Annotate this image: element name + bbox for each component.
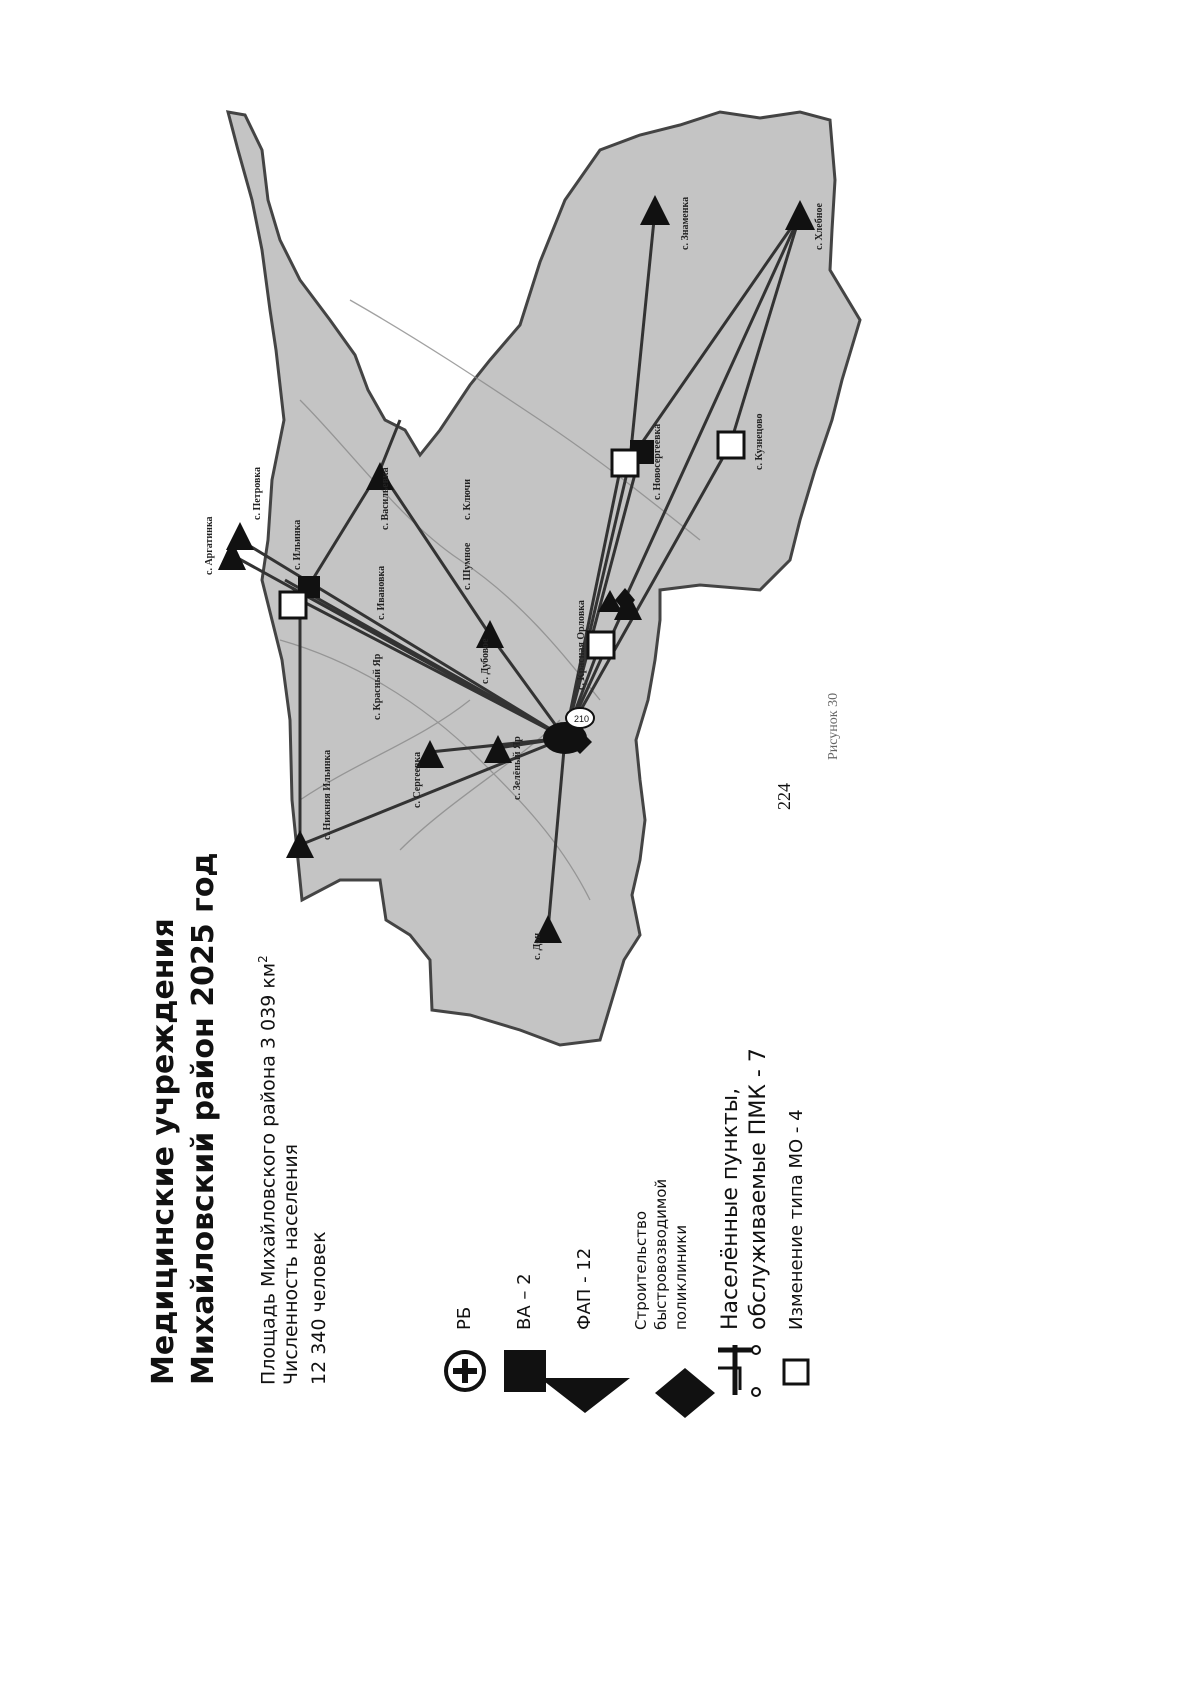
map-label: с. Сергеевка xyxy=(412,752,423,808)
fap-marker xyxy=(484,735,512,763)
map-label: с. Дон xyxy=(532,933,543,960)
map-label: с. Хлебное xyxy=(814,203,825,250)
map-label: с. Знаменка xyxy=(680,197,691,250)
va-symbol xyxy=(504,1350,546,1392)
construction-symbol xyxy=(655,1368,715,1418)
fap-marker xyxy=(598,590,622,612)
mo-change-symbol xyxy=(782,1358,810,1386)
mo-change-markers xyxy=(278,430,746,660)
title-line-1: Медицинские учреждения xyxy=(146,918,181,1385)
mo-change-marker xyxy=(278,590,308,620)
map-label: с. Дубовое xyxy=(480,638,491,684)
legend-mo-change-label: Изменение типа МО - 4 xyxy=(786,1109,807,1330)
legend-symbols xyxy=(444,1345,810,1418)
roads xyxy=(279,299,701,901)
map-label: с. Ключи xyxy=(462,479,473,520)
map-label: с. Петровка xyxy=(252,467,263,520)
area-value: Площадь Михайловского района 3 039 км xyxy=(257,962,280,1385)
title-line-2: Михайловский район 2025 год xyxy=(186,852,221,1385)
area-unit-sup: 2 xyxy=(256,955,270,963)
mo-change-marker xyxy=(610,448,640,478)
fap-marker xyxy=(534,915,562,943)
fap-symbol xyxy=(540,1378,630,1413)
fap-markers xyxy=(218,195,815,943)
fap-marker xyxy=(366,462,394,490)
map-label: с. Аргатинка xyxy=(204,516,215,575)
fap-marker xyxy=(226,522,254,550)
map-label: с. Новосергеевка xyxy=(652,424,663,500)
population-value: 12 340 человек xyxy=(308,1231,330,1385)
legend-fap-label: ФАП - 12 xyxy=(574,1247,595,1330)
map-label: с. Кузнецово xyxy=(754,413,765,470)
map-label: с. Ивановка xyxy=(376,566,387,620)
legend-pmk-line2: обслуживаемые ПМК - 7 xyxy=(746,1048,771,1330)
legend-construction-line2: быстровозводимой xyxy=(652,1178,670,1330)
mo-change-marker xyxy=(586,630,616,660)
legend-construction-line1: Строительство xyxy=(632,1210,650,1330)
map-label: с. Шумное xyxy=(462,542,473,590)
hospital-hub: 210 xyxy=(543,707,595,754)
district-map xyxy=(225,110,862,1047)
map-label: с. Красный Яр xyxy=(372,653,383,720)
legend-pmk-line1: Населённые пункты, xyxy=(718,1087,743,1330)
fap-marker xyxy=(218,540,246,570)
fap-marker xyxy=(286,830,314,858)
map-label: с. Васильевка xyxy=(380,467,391,530)
map-label: с. Зелёный Яр xyxy=(512,736,523,800)
mo-change-marker xyxy=(716,430,746,460)
map-label: с. Нижняя Ильинка xyxy=(322,750,333,840)
population-label: Численность населения xyxy=(280,1143,302,1385)
pmk-symbol xyxy=(718,1345,761,1397)
legend-construction-line3: поликлиники xyxy=(672,1224,690,1330)
map-label: с. Красная Орловка xyxy=(576,600,587,690)
settlement-labels: с. Нижняя Ильинка с. Сергеевка с. Красны… xyxy=(204,197,825,960)
fap-marker xyxy=(416,740,444,768)
fap-marker xyxy=(476,620,504,648)
rb-symbol xyxy=(444,1350,486,1392)
area-text: Площадь Михайловского района 3 039 км2 xyxy=(250,955,281,1385)
fap-marker xyxy=(640,195,670,225)
map-label: с. Ильинка xyxy=(292,520,303,570)
legend-rb-label: РБ xyxy=(454,1306,475,1330)
legend-va-label: ВА – 2 xyxy=(514,1273,535,1330)
construction-marker xyxy=(615,588,635,612)
figure-caption: Рисунок 30 xyxy=(826,692,841,760)
fap-marker xyxy=(785,200,815,230)
hub-label: 210 xyxy=(574,714,589,724)
